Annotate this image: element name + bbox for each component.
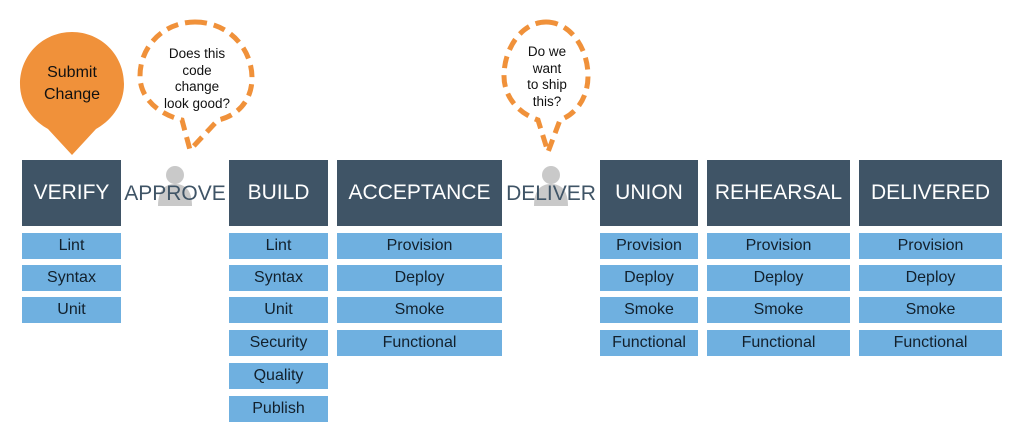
step-box: Unit xyxy=(22,297,121,323)
step-box: Functional xyxy=(600,330,698,356)
step-box: Provision xyxy=(337,233,502,259)
step-box: Syntax xyxy=(229,265,328,291)
step-box: Smoke xyxy=(707,297,850,323)
approve-question-text: Does this code change look good? xyxy=(146,46,248,112)
step-box: Unit xyxy=(229,297,328,323)
stage-acceptance: ACCEPTANCE xyxy=(337,160,502,226)
deliver-line: this? xyxy=(532,93,562,109)
approve-line: code xyxy=(182,62,212,78)
step-box: Functional xyxy=(337,330,502,356)
gate-approve: APPROVE xyxy=(124,182,226,205)
stage-build: BUILD xyxy=(229,160,328,226)
deliver-line: Do we xyxy=(527,44,567,59)
step-box: Deploy xyxy=(707,265,850,291)
deliverer-person-icon xyxy=(534,166,568,206)
step-box: Deploy xyxy=(337,265,502,291)
stage-rehearsal: REHEARSAL xyxy=(707,160,850,226)
approver-person-icon xyxy=(158,166,192,206)
stage-union: UNION xyxy=(600,160,698,226)
deliver-line: to ship xyxy=(527,77,567,92)
gate-deliver: DELIVER xyxy=(506,182,596,205)
approve-line: look good? xyxy=(163,95,231,111)
step-box: Smoke xyxy=(859,297,1002,323)
step-box: Smoke xyxy=(600,297,698,323)
approve-line: Does this xyxy=(168,46,226,61)
approve-bubble-shape xyxy=(137,19,255,156)
stage-delivered: DELIVERED xyxy=(859,160,1002,226)
deliver-bubble-shape xyxy=(501,19,591,160)
deliver-line: want xyxy=(532,60,562,76)
deliver-question-text: Do we want to ship this? xyxy=(508,44,586,110)
step-box: Lint xyxy=(22,233,121,259)
stage-verify: VERIFY xyxy=(22,160,121,226)
step-box: Provision xyxy=(707,233,850,259)
submit-bubble-shape xyxy=(20,32,124,155)
step-box: Provision xyxy=(859,233,1002,259)
submit-line: Submit xyxy=(47,64,97,81)
step-box: Quality xyxy=(229,363,328,389)
submit-line: Change xyxy=(43,86,101,103)
step-box: Lint xyxy=(229,233,328,259)
step-box: Deploy xyxy=(859,265,1002,291)
submit-change-text: Submit Change xyxy=(24,62,120,106)
step-box: Deploy xyxy=(600,265,698,291)
step-box: Provision xyxy=(600,233,698,259)
step-box: Security xyxy=(229,330,328,356)
step-box: Smoke xyxy=(337,297,502,323)
approve-line: change xyxy=(174,79,220,94)
step-box: Syntax xyxy=(22,265,121,291)
step-box: Functional xyxy=(707,330,850,356)
step-box: Publish xyxy=(229,396,328,422)
step-box: Functional xyxy=(859,330,1002,356)
